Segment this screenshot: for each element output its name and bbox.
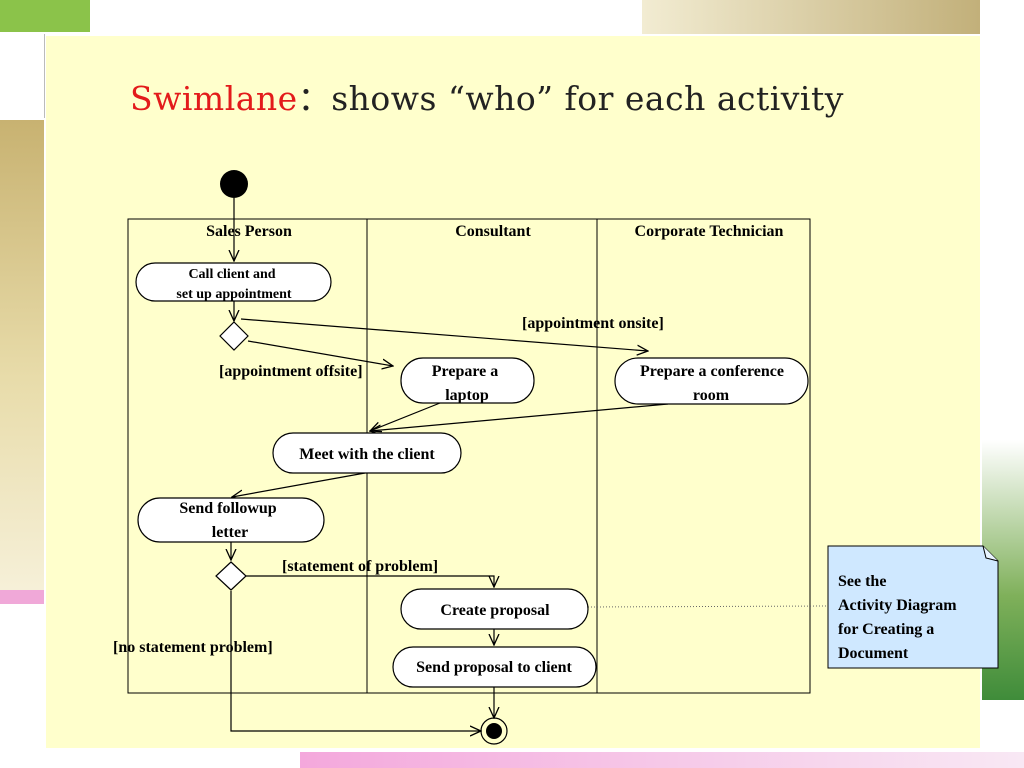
title-highlight: Swimlane: [130, 79, 298, 118]
decision-statement: [215, 561, 247, 591]
note-line-4: Document: [838, 645, 909, 662]
slide-title: Swimlane：shows “who” for each activity: [130, 72, 844, 120]
flow-decision-to-laptop: [247, 340, 393, 366]
label-prepare-laptop-2: laptop: [445, 387, 489, 404]
activity-call-client: [135, 262, 332, 302]
note-text: See the Activity Diagram for Creating a …: [838, 573, 961, 662]
label-send-followup-2: letter: [212, 524, 248, 541]
note-line-2: Activity Diagram: [838, 597, 957, 614]
activity-send-proposal: [392, 646, 597, 688]
start-node: [220, 170, 248, 198]
label-meet-client: Meet with the client: [299, 446, 435, 463]
end-node-inner: [486, 723, 502, 739]
note-fold: [982, 545, 999, 562]
label-prepare-room-1: Prepare a conference: [640, 363, 784, 380]
label-call-client-2: set up appointment: [176, 287, 291, 302]
title-rest: ：shows “who” for each activity: [297, 79, 844, 118]
activity-meet-client: [272, 432, 462, 474]
note-line-3: for Creating a: [838, 621, 934, 638]
guard-no-statement-problem: [no statement problem]: [113, 639, 273, 656]
flow-laptop-to-meet: [370, 402, 441, 431]
activity-prepare-laptop: [400, 357, 535, 404]
lane-corporate-technician: Corporate Technician: [635, 223, 784, 240]
label-send-proposal: Send proposal to client: [416, 659, 572, 676]
note-line-1: See the: [838, 573, 886, 590]
deco-left-pink: [0, 590, 44, 604]
activity-create-proposal: [400, 588, 589, 630]
activity-send-followup: [137, 497, 325, 543]
lane-sales-person: Sales Person: [206, 223, 292, 240]
deco-top-right-gradient: [642, 0, 980, 34]
end-node-outer: [480, 717, 508, 745]
flow-decision-to-end: [230, 591, 481, 731]
flow-decision-to-create: [246, 575, 494, 587]
label-create-proposal: Create proposal: [440, 602, 550, 619]
note-connector: [587, 605, 829, 608]
decision-appointment: [219, 321, 249, 351]
label-prepare-laptop-1: Prepare a: [432, 363, 499, 380]
activity-prepare-room: [614, 357, 809, 405]
flow-room-to-meet: [370, 403, 669, 431]
guard-appointment-onsite: [appointment onsite]: [522, 315, 664, 332]
deco-left-block: [0, 34, 45, 118]
note-shape: [827, 545, 999, 669]
guard-statement-of-problem: [statement of problem]: [282, 558, 438, 575]
flow-meet-to-followup: [232, 472, 366, 497]
label-send-followup-1: Send followup: [179, 500, 276, 517]
deco-left-bar: [0, 120, 44, 590]
label-call-client-1: Call client and: [188, 267, 275, 282]
flow-decision-to-room: [240, 318, 648, 351]
swimlane-frame: [127, 218, 811, 694]
guard-appointment-offsite: [appointment offsite]: [219, 363, 363, 380]
lane-consultant: Consultant: [455, 223, 531, 240]
label-prepare-room-2: room: [693, 387, 730, 404]
deco-bottom-pink: [300, 752, 1024, 768]
deco-top-green: [0, 0, 90, 32]
